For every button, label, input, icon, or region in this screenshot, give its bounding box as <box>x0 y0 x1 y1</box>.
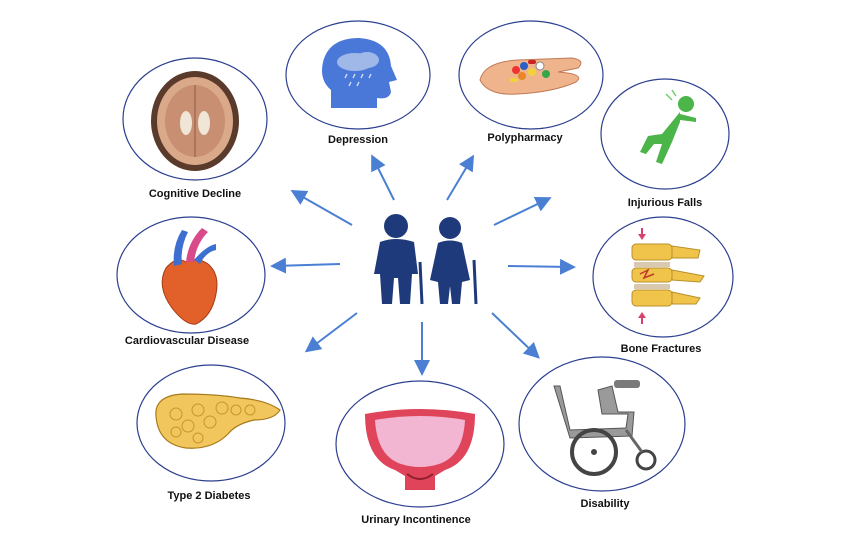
label-depression: Depression <box>328 134 388 146</box>
label-polypharmacy: Polypharmacy <box>487 132 563 144</box>
heart-icon <box>116 216 266 334</box>
node-depression <box>285 20 431 130</box>
node-bone-fractures <box>592 216 734 338</box>
brain-scan-icon <box>122 57 268 181</box>
arrow-depression <box>371 154 395 201</box>
node-polypharmacy <box>458 20 604 130</box>
rain-cloud-head-icon <box>285 20 431 130</box>
label-cognitive-decline: Cognitive Decline <box>148 188 242 200</box>
node-injurious-falls <box>600 78 730 190</box>
node-disability <box>518 356 686 492</box>
node-cognitive-decline <box>122 57 268 181</box>
bladder-icon <box>335 380 505 508</box>
arrow-cognitive-decline <box>290 190 353 226</box>
label-urinary-incontinence: Urinary Incontinence <box>361 514 471 526</box>
vertebrae-icon <box>592 216 734 338</box>
label-bone-fractures: Bone Fractures <box>620 343 702 355</box>
label-injurious-falls: Injurious Falls <box>627 197 703 209</box>
pancreas-icon <box>136 364 286 482</box>
falling-person-icon <box>600 78 730 190</box>
node-cardiovascular-disease <box>116 216 266 334</box>
elderly-couple-icon <box>362 212 492 308</box>
node-type-2-diabetes <box>136 364 286 482</box>
wheelchair-icon <box>518 356 686 492</box>
arrow-polypharmacy <box>446 154 475 201</box>
pills-in-hand-icon <box>458 20 604 130</box>
label-disability: Disability <box>580 498 630 510</box>
label-cardiovascular-disease: Cardiovascular Disease <box>124 335 250 347</box>
arrow-disability <box>491 312 540 359</box>
node-urinary-incontinence <box>335 380 505 508</box>
arrow-injurious-falls <box>493 196 552 226</box>
label-type-2-diabetes: Type 2 Diabetes <box>167 490 251 502</box>
arrow-bone-fractures <box>507 258 576 275</box>
arrow-type-2-diabetes <box>304 312 358 353</box>
arrow-cardiovascular <box>270 257 341 274</box>
